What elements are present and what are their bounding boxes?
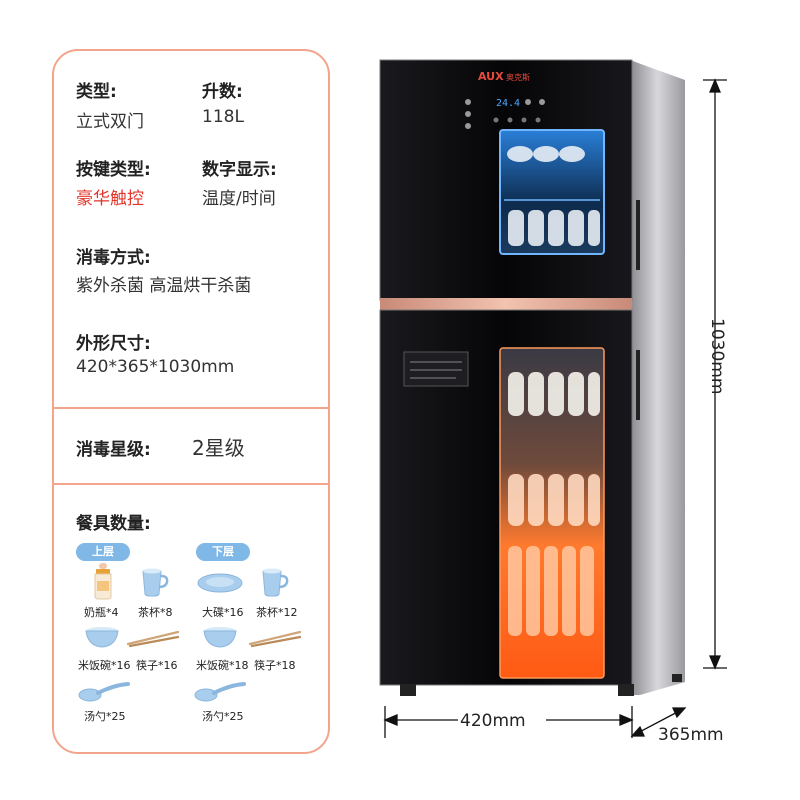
item-caption: 茶杯*8 bbox=[138, 606, 173, 619]
side-panel bbox=[630, 60, 685, 695]
handle bbox=[636, 350, 640, 420]
rice-bowl-icon bbox=[85, 627, 119, 648]
size-label: 外形尺寸: bbox=[76, 334, 151, 354]
capacity-label: 升数: bbox=[202, 82, 243, 102]
chopsticks-icon bbox=[126, 630, 180, 647]
upper-layer-badge: 上层 bbox=[76, 543, 130, 561]
width-dimension: 420mm bbox=[460, 711, 526, 731]
height-dimension: 1030mm bbox=[707, 318, 727, 395]
foot bbox=[618, 684, 634, 696]
spec-panel: 类型: 立式双门 升数: 118L 按键类型: 豪华触控 数字显示: 温度/时间… bbox=[52, 49, 330, 754]
type-value: 立式双门 bbox=[76, 112, 144, 132]
cabinet-illustration: AUX 奥克斯 24.4 bbox=[379, 59, 685, 696]
disinfect-label: 消毒方式: bbox=[76, 248, 151, 268]
foot bbox=[400, 684, 416, 696]
handle bbox=[636, 200, 640, 270]
chopsticks-icon bbox=[248, 630, 302, 647]
rose-gold-strip bbox=[380, 298, 632, 310]
soup-spoon-icon bbox=[194, 682, 246, 702]
dimension-lines bbox=[383, 78, 727, 738]
warning-label bbox=[403, 351, 469, 387]
soup-spoon-icon bbox=[78, 682, 130, 702]
display-value: 温度/时间 bbox=[202, 189, 276, 209]
grade-label: 消毒星级: bbox=[76, 440, 151, 460]
control-panel: 24.4 bbox=[465, 98, 545, 129]
key-type-label: 按键类型: bbox=[76, 160, 151, 180]
key-type-value: 豪华触控 bbox=[76, 189, 144, 209]
item-caption: 筷子*16 bbox=[136, 659, 178, 672]
brand-cn-logo: 奥克斯 bbox=[506, 72, 530, 82]
plate-icon bbox=[197, 573, 243, 593]
capacity-value: 118L bbox=[202, 107, 244, 127]
item-caption: 汤勺*25 bbox=[84, 710, 126, 723]
item-caption: 筷子*18 bbox=[254, 659, 296, 672]
tableware-label: 餐具数量: bbox=[76, 514, 151, 534]
item-caption: 奶瓶*4 bbox=[84, 606, 119, 619]
rice-bowl-icon bbox=[203, 627, 237, 648]
digital-display: 24.4 bbox=[496, 98, 520, 109]
depth-dimension: 365mm bbox=[658, 725, 724, 745]
display-label: 数字显示: bbox=[202, 160, 277, 180]
lower-layer-badge: 下层 bbox=[196, 543, 250, 561]
item-caption: 汤勺*25 bbox=[202, 710, 244, 723]
divider bbox=[54, 407, 328, 409]
type-label: 类型: bbox=[76, 82, 117, 102]
brand-logo: AUX bbox=[478, 70, 504, 83]
item-caption: 茶杯*12 bbox=[256, 606, 298, 619]
item-caption: 大碟*16 bbox=[202, 606, 244, 619]
grade-value: 2星级 bbox=[192, 436, 245, 460]
tea-cup-icon bbox=[262, 568, 289, 597]
size-value: 420*365*1030mm bbox=[76, 357, 235, 377]
item-caption: 米饭碗*18 bbox=[196, 659, 249, 672]
tea-cup-icon bbox=[142, 568, 169, 597]
divider bbox=[54, 483, 328, 485]
item-caption: 米饭碗*16 bbox=[78, 659, 131, 672]
disinfect-value: 紫外杀菌 高温烘干杀菌 bbox=[76, 276, 252, 296]
foot bbox=[672, 674, 682, 682]
baby-bottle-icon bbox=[94, 563, 112, 600]
